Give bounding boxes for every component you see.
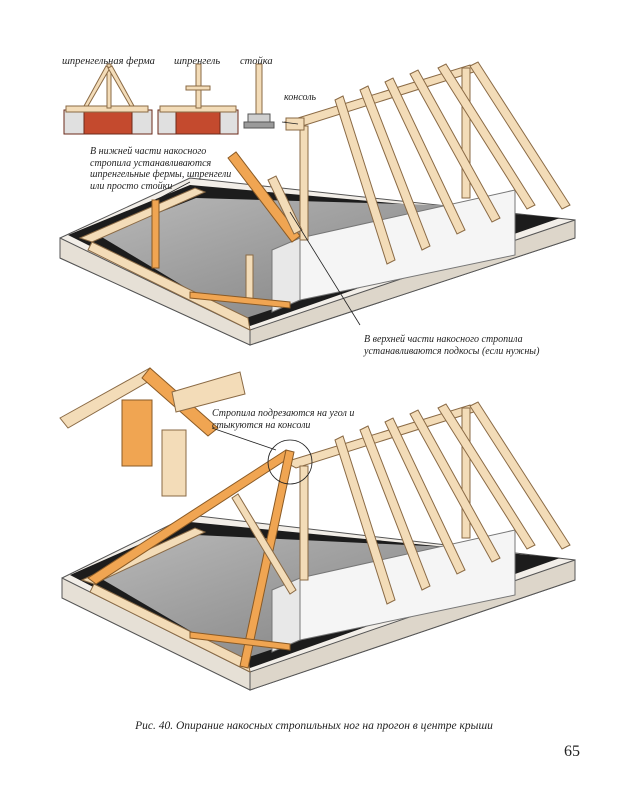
support-types-row — [63, 63, 275, 135]
post-diagram — [243, 63, 275, 129]
figure-caption: Рис. 40. Опирание накосных стропильных н… — [135, 720, 493, 732]
page-number: 65 — [564, 743, 580, 760]
note-lower-hip: В нижней части накосного стропила устана… — [90, 146, 232, 192]
shprengel-diagram — [157, 63, 239, 135]
label-post: стойка — [240, 56, 273, 67]
note-upper-hip: В верхней части накосного стропила устан… — [364, 334, 540, 357]
truss-diagram — [63, 63, 153, 135]
joint-detail — [59, 367, 277, 497]
note-rafter-cut: Стропила подрезаются на угол и стыкуются… — [212, 408, 355, 431]
label-truss: шпренгельная ферма — [62, 56, 155, 67]
roof-drawing-top — [59, 61, 576, 346]
label-console: консоль — [284, 92, 317, 103]
roof-drawing-bottom — [61, 401, 576, 691]
label-shprengel: шпренгель — [174, 56, 221, 67]
